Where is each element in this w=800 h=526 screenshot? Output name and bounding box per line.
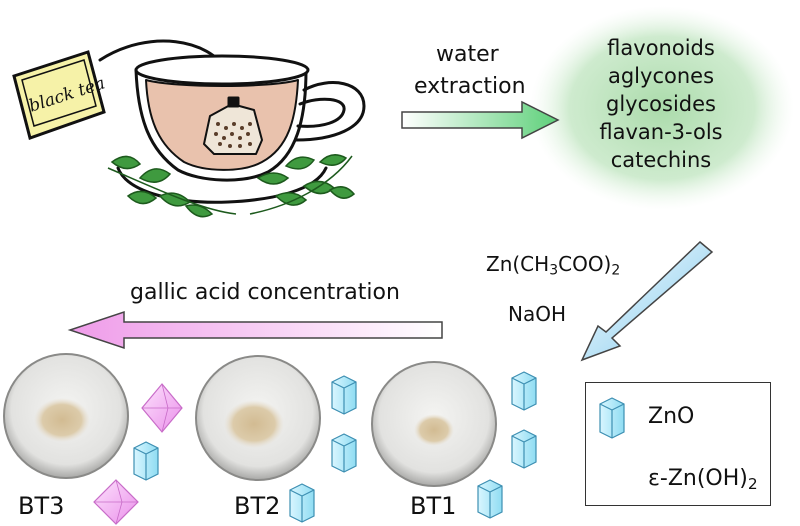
octahedron-crystal [141,383,183,433]
octahedron-crystal [93,479,139,525]
compound-item: aglycones [607,64,715,88]
compound-item: flavan-3-ols [599,120,723,144]
tea-leaves [110,154,356,218]
extraction-label-line2: extraction [414,74,526,99]
hexagon-crystal [477,479,503,519]
extract-haze [530,6,794,210]
gallic-acid-label: gallic acid concentration [130,280,400,305]
synthesis-arrow [580,240,714,362]
reagent-zinc-acetate: Zn(CH3COO)2 [486,252,621,279]
legend-label-zn-oh2: ε-Zn(OH)2 [648,466,758,493]
hexagon-crystal [289,483,315,523]
petri-dish-bt1 [371,361,497,487]
hexagon-crystal [331,433,357,473]
sample-label-bt1: BT1 [410,492,457,520]
petri-dish-bt2 [195,355,321,481]
petri-dish-bt3 [3,353,129,479]
hexagon-crystal [331,375,357,415]
compound-item: catechins [610,148,712,172]
compound-list: flavonoids aglycones glycosides flavan-3… [552,34,770,174]
tea-cup-illustration [98,39,366,204]
sample-label-bt2: BT2 [234,492,281,520]
hexagon-crystal [133,441,159,481]
legend-label-zno: ZnO [648,404,695,429]
reagent-naoh: NaOH [508,302,566,326]
compound-item: flavonoids [607,36,715,60]
tea-tag [12,50,106,140]
extraction-arrow [401,100,560,140]
hexagon-crystal [511,371,537,411]
hexagon-crystal [511,429,537,469]
sample-label-bt3: BT3 [18,492,65,520]
compound-item: glycosides [606,92,716,116]
gallic-acid-arrow [67,310,443,350]
extraction-label-line1: water [436,42,499,67]
